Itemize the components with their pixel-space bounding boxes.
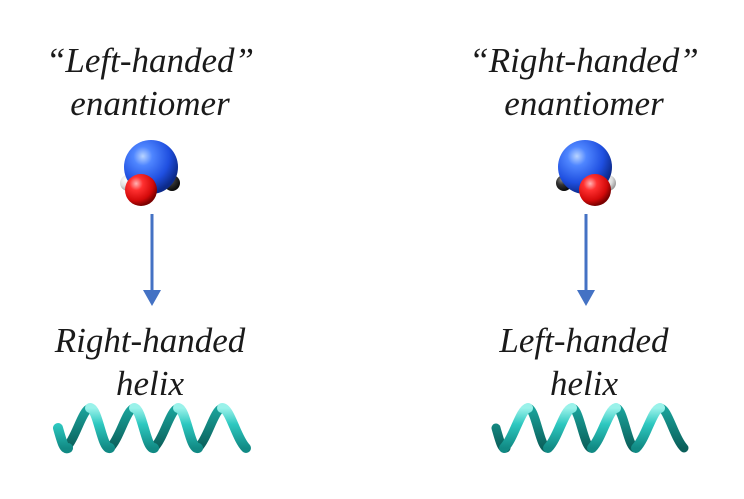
arrow-down-icon [577, 214, 595, 306]
helix-label-line1: Right-handed [54, 321, 246, 360]
panel-left-handed-enantiomer: “Left-handed” enantiomer Right-handed he… [0, 0, 300, 499]
enantiomer-label-line1: “Left-handed” [45, 41, 255, 80]
arrow-down-icon [143, 214, 161, 306]
helix-icon [53, 403, 251, 454]
oxygen-atom-icon [579, 174, 611, 206]
helix-icon [491, 403, 689, 453]
panel-right-handed-enantiomer: “Right-handed” enantiomer Left-handed he… [434, 0, 734, 499]
helix-label-line2: helix [549, 364, 619, 403]
molecule-icon [556, 140, 616, 206]
molecule-icon [120, 140, 180, 206]
enantiomer-label-line2: enantiomer [70, 84, 230, 123]
helix-label-line1: Left-handed [499, 321, 669, 360]
enantiomer-label-line1: “Right-handed” [469, 41, 699, 80]
helix-label-line2: helix [115, 364, 185, 403]
enantiomer-label-line2: enantiomer [504, 84, 664, 123]
oxygen-atom-icon [125, 174, 157, 206]
